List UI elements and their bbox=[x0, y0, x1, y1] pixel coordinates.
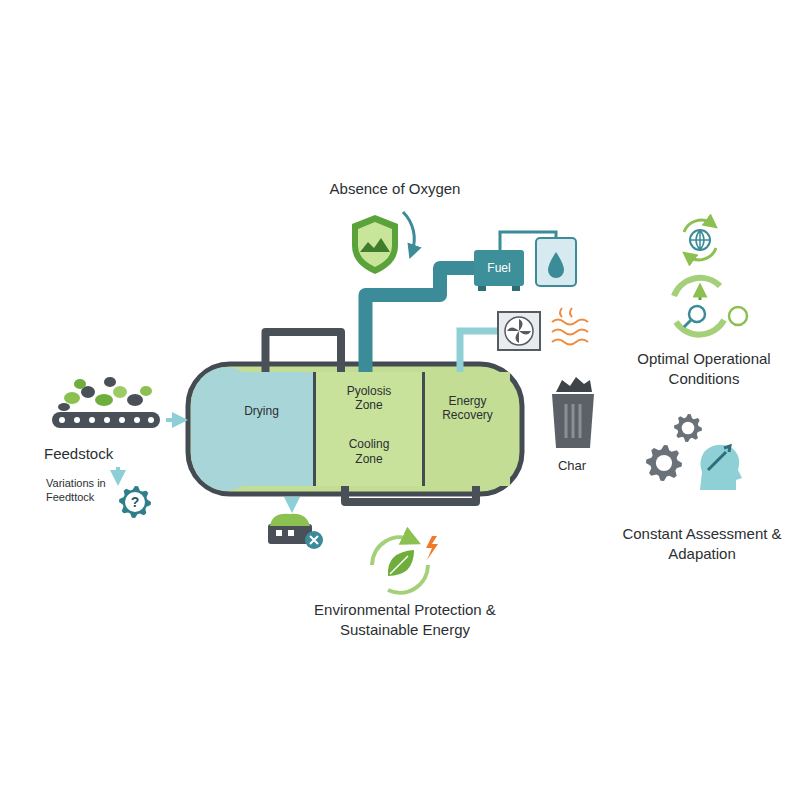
reactor-vessel bbox=[188, 364, 522, 494]
engineer-head-icon bbox=[700, 445, 742, 490]
feedstock-conveyor bbox=[140, 386, 152, 396]
char-bin bbox=[552, 394, 594, 448]
node-text: Fuel bbox=[487, 261, 510, 275]
residue-icon bbox=[288, 530, 294, 536]
drying-chamber: Drying bbox=[210, 372, 313, 486]
globe-cycle-icon bbox=[684, 220, 716, 260]
feedstock-conveyor bbox=[113, 386, 127, 398]
pipe-connector bbox=[366, 268, 475, 372]
oxygen-shield bbox=[352, 215, 398, 274]
flow-arrow bbox=[290, 497, 294, 505]
heat-waves bbox=[552, 340, 588, 345]
node-text: Cooling Zone bbox=[337, 437, 401, 466]
feedstock-conveyor bbox=[119, 417, 125, 423]
oxygen-shield bbox=[358, 222, 392, 267]
gear-icons bbox=[646, 445, 682, 481]
sustainability-icon bbox=[372, 536, 438, 593]
char-bin bbox=[552, 377, 594, 448]
feedstock-conveyor bbox=[104, 417, 110, 423]
globe-cycle-icon bbox=[688, 248, 716, 260]
gear-icons bbox=[674, 414, 702, 442]
feedstock-conveyor bbox=[74, 417, 80, 423]
feedstock-conveyor bbox=[104, 377, 116, 387]
heat-waves bbox=[552, 330, 588, 335]
optimization-icon bbox=[729, 307, 747, 325]
fuel-unit: Fuel bbox=[474, 250, 524, 286]
pyrolysis-chamber: Pyolosis ZoneCooling Zone bbox=[313, 372, 422, 486]
flow-arrow bbox=[116, 467, 120, 478]
node-text: Drying bbox=[244, 404, 279, 418]
node-text: Pyolosis Zone bbox=[337, 384, 401, 413]
fuel-tank bbox=[512, 286, 520, 291]
heading-label: Absence of Oxygen bbox=[290, 179, 500, 199]
reactor-vessel bbox=[188, 364, 522, 494]
question-gear bbox=[119, 486, 151, 518]
feedstock-conveyor bbox=[59, 417, 65, 423]
output-label: Char bbox=[542, 458, 602, 475]
optimization-icon bbox=[699, 290, 702, 300]
concept-label: Environmental Protection & Sustainable E… bbox=[280, 600, 530, 639]
flow-arrow bbox=[166, 418, 180, 422]
feedstock-conveyor bbox=[127, 394, 143, 406]
feedstock-conveyor bbox=[58, 403, 70, 411]
heat-recovery-fan bbox=[460, 331, 498, 372]
oxygen-shield bbox=[403, 212, 414, 252]
heat-recovery-fan bbox=[505, 317, 533, 345]
residue-icon bbox=[310, 536, 318, 544]
concept-label: Optimal Operational Conditions bbox=[614, 349, 794, 388]
engineer-head-icon bbox=[700, 445, 742, 490]
sustainability-icon bbox=[390, 556, 408, 574]
feedstock-conveyor bbox=[64, 392, 80, 404]
heat-recovery-fan bbox=[460, 312, 540, 372]
oxygen-shield bbox=[360, 238, 390, 252]
feedstock-conveyor bbox=[74, 379, 86, 389]
concept-label: Constant Assessment & Adapation bbox=[610, 524, 794, 563]
fuel-tank bbox=[478, 286, 486, 291]
pipe-connector bbox=[266, 332, 342, 372]
fuel-tank bbox=[536, 238, 576, 286]
note-label: Variations in Feedttock bbox=[46, 476, 114, 505]
question-gear bbox=[119, 486, 151, 518]
residue-icon bbox=[305, 531, 323, 549]
heat-recovery-fan bbox=[498, 312, 540, 350]
char-bin bbox=[566, 404, 580, 438]
residue-icon bbox=[268, 514, 323, 549]
feedstock-conveyor bbox=[52, 377, 160, 428]
question-mark: ? bbox=[127, 493, 143, 511]
gear-icons bbox=[646, 414, 702, 481]
gear-icons bbox=[656, 455, 672, 471]
optimization-icon bbox=[674, 278, 720, 296]
input-label: Feedstock bbox=[44, 444, 154, 464]
residue-icon bbox=[276, 530, 282, 536]
sustainability-icon bbox=[426, 536, 438, 560]
feedstock-conveyor bbox=[52, 412, 160, 428]
feedstock-conveyor bbox=[148, 417, 154, 423]
oxygen-shield bbox=[352, 212, 414, 274]
globe-cycle-icon bbox=[684, 220, 712, 232]
feedstock-conveyor bbox=[95, 394, 113, 406]
residue-icon bbox=[270, 514, 310, 526]
feedstock-conveyor bbox=[134, 417, 140, 423]
optimization-icon bbox=[674, 278, 747, 335]
optimization-icon bbox=[684, 320, 691, 327]
gear-icons bbox=[682, 422, 695, 435]
engineer-head-icon bbox=[708, 446, 730, 470]
node-text: Energy Recovery bbox=[429, 394, 506, 423]
question-gear bbox=[125, 492, 145, 512]
heat-waves bbox=[560, 308, 572, 317]
fuel-tank bbox=[548, 252, 564, 278]
globe-cycle-icon bbox=[690, 230, 710, 250]
energy-recovery-chamber: Energy Recovery bbox=[422, 372, 510, 486]
sustainability-icon bbox=[388, 550, 414, 576]
globe-cycle-icon bbox=[690, 230, 710, 250]
heat-waves bbox=[552, 320, 588, 325]
heat-waves bbox=[552, 308, 588, 345]
optimization-icon bbox=[689, 306, 705, 322]
heat-recovery-fan bbox=[507, 319, 531, 343]
feedstock-conveyor bbox=[89, 417, 95, 423]
pipe-connector bbox=[345, 486, 476, 502]
char-bin bbox=[556, 377, 592, 392]
